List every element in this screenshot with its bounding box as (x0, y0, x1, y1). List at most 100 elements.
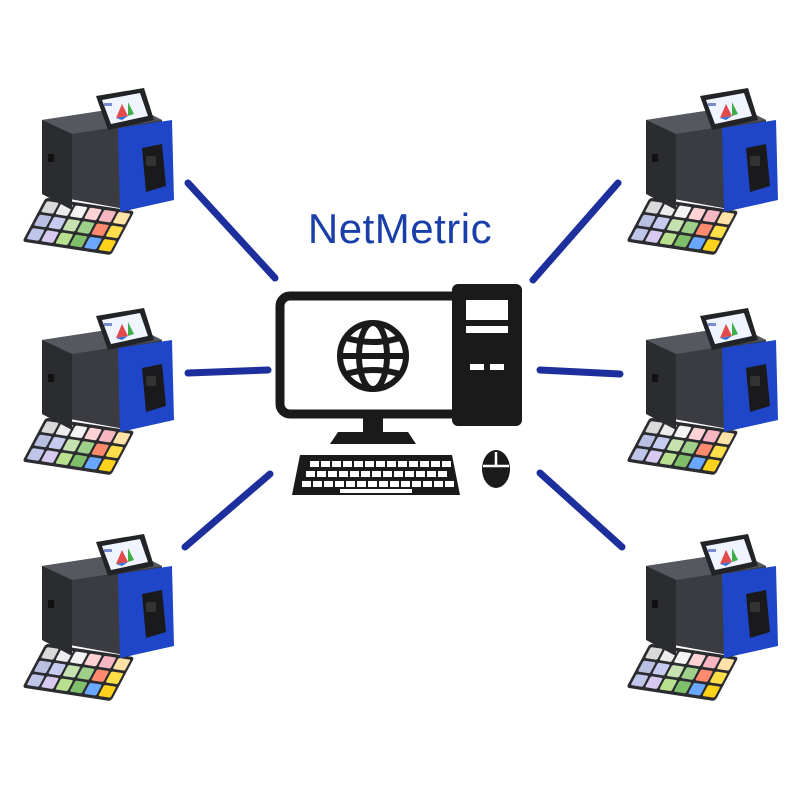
color-swatch (55, 678, 73, 692)
device-front (42, 566, 72, 656)
color-swatch (631, 228, 648, 241)
screen-status-bar (104, 549, 112, 552)
color-swatch (84, 682, 102, 696)
color-swatch (681, 221, 699, 234)
screen-graphic-blue (720, 562, 732, 566)
swatch-tray (627, 418, 738, 475)
keyboard-key (376, 461, 385, 467)
color-swatch (659, 452, 677, 466)
color-swatch (63, 665, 80, 678)
color-swatch (84, 427, 102, 441)
screen-display (102, 313, 148, 344)
color-swatch (34, 434, 52, 448)
globe-icon (337, 320, 409, 392)
screen-display (706, 93, 752, 124)
mouse-icon (482, 450, 510, 488)
color-swatch (98, 459, 116, 472)
color-swatch (98, 209, 116, 223)
screen-status-bar (708, 103, 716, 106)
keyboard-spacebar (340, 489, 412, 493)
color-swatch (27, 674, 44, 687)
diagram-title: NetMetric (307, 205, 493, 252)
keyboard-key (434, 481, 443, 487)
color-swatch (98, 239, 116, 252)
color-swatch (702, 429, 720, 443)
screen-graphic-red (116, 104, 128, 118)
color-swatch (659, 678, 677, 692)
keyboard-key (412, 481, 421, 487)
monitor-neck (363, 414, 383, 432)
device-left-top (12, 82, 187, 272)
color-swatch (645, 421, 663, 434)
device-front (646, 340, 676, 430)
screen-graphic-red (720, 324, 732, 338)
color-swatch (41, 676, 59, 689)
device-slot (652, 154, 658, 162)
device-front (646, 566, 676, 656)
color-swatch (688, 682, 706, 696)
color-swatch (674, 651, 692, 665)
screen-graphic-green (732, 322, 738, 336)
color-swatch (91, 223, 109, 236)
screen-graphic-red (720, 550, 732, 564)
color-swatch (631, 448, 648, 461)
screen-graphic-green (732, 102, 738, 116)
color-swatch (652, 662, 670, 676)
measurement-arm (746, 364, 770, 412)
color-swatch (695, 223, 713, 236)
color-swatch (113, 658, 131, 671)
device-right-bottom (616, 528, 791, 718)
screen-status-bar (104, 103, 112, 106)
color-swatch (688, 653, 706, 667)
keyboard-key (343, 461, 352, 467)
monitor-stand (330, 432, 416, 444)
device-slot (48, 374, 54, 382)
keyboard-key (401, 481, 410, 487)
measurement-arm (746, 590, 770, 638)
device-right-top (616, 82, 791, 272)
color-swatch (91, 443, 109, 456)
keyboard-key (328, 471, 337, 477)
arm-knob (750, 156, 760, 166)
keyboard-key (302, 481, 311, 487)
device-slot (48, 154, 54, 162)
keyboard-key (317, 471, 326, 477)
keyboard-key (438, 471, 447, 477)
screen-display (102, 93, 148, 124)
screen-display (706, 313, 752, 344)
link-left-middle (184, 366, 272, 377)
color-swatch (63, 219, 80, 232)
keyboard-key (442, 461, 451, 467)
color-swatch (638, 434, 656, 448)
tower-slot (466, 326, 508, 333)
color-swatch (27, 448, 44, 461)
tower-vent-right (490, 364, 504, 370)
device-left-middle (12, 302, 187, 492)
spectrophotometer-icon (627, 308, 778, 475)
color-swatch (674, 205, 692, 219)
swatch-tray (23, 644, 134, 701)
keyboard-key (423, 481, 432, 487)
color-swatch (645, 676, 663, 689)
screen-status-bar (708, 323, 716, 326)
spectrophotometer-icon (23, 88, 174, 255)
color-swatch (113, 432, 131, 445)
color-swatch (84, 207, 102, 221)
color-swatch (717, 658, 735, 671)
color-swatch (98, 429, 116, 443)
screen-graphic-green (128, 548, 134, 562)
screen-graphic-blue (116, 336, 128, 340)
color-swatch (710, 671, 727, 685)
keyboard-key (398, 461, 407, 467)
screen-status-bar (708, 549, 716, 552)
color-swatch (674, 454, 691, 468)
spectrophotometer-icon (23, 534, 174, 701)
keyboard-key (379, 481, 388, 487)
color-swatch (645, 230, 663, 243)
link-right-top (529, 179, 622, 284)
color-swatch (98, 655, 116, 669)
screen-graphic-green (128, 102, 134, 116)
spectrophotometer-icon (23, 308, 174, 475)
screen-status-bar (104, 323, 112, 326)
keyboard-key (420, 461, 429, 467)
